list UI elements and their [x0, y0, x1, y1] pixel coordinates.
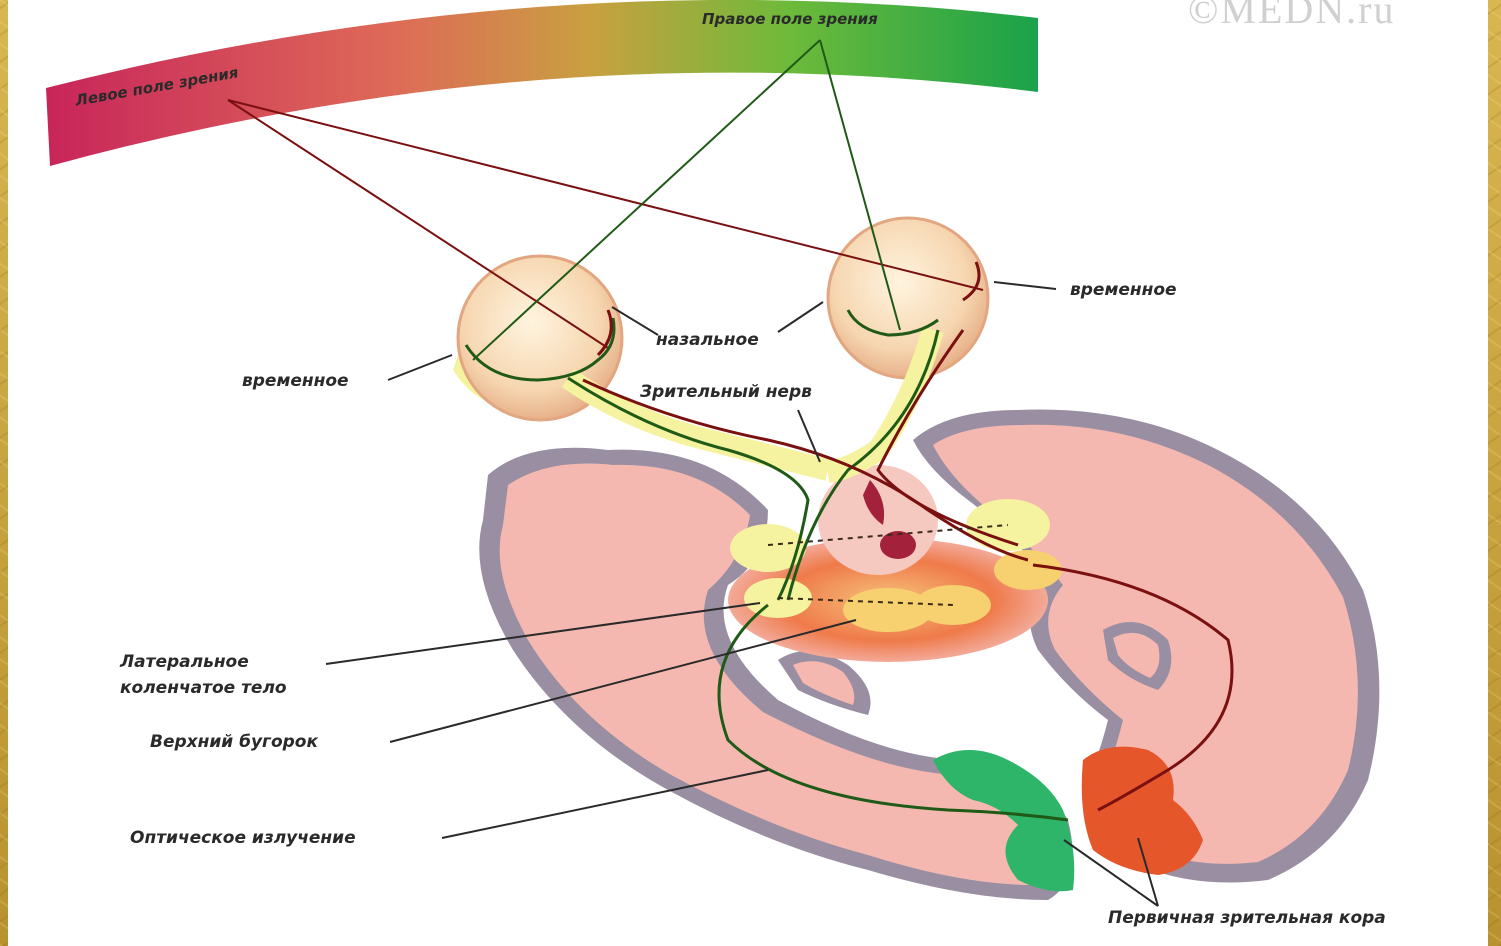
label-optic-nerve: Зрительный нерв — [640, 382, 812, 402]
label-superior-colliculus: Верхний бугорок — [150, 732, 318, 752]
label-right-visual-field: Правое поле зрения — [702, 10, 878, 28]
visual-pathway-diagram — [8, 0, 1488, 946]
label-temporal-left: временное — [242, 371, 349, 391]
ray-left-field-to-right-eye — [228, 100, 983, 290]
label-temporal-right: временное — [1070, 280, 1177, 300]
label-lgn-line2: коленчатое тело — [120, 678, 287, 698]
ray-right-field-to-left-eye — [473, 40, 820, 360]
ray-left-field-to-left-eye — [228, 100, 608, 348]
label-optic-radiation: Оптическое излучение — [130, 828, 356, 848]
diagram-panel: ©MEDN.ru — [8, 0, 1488, 946]
label-nasal: назальное — [656, 330, 759, 350]
label-lgn-line1: Латеральное — [120, 652, 249, 672]
label-primary-visual-cortex: Первичная зрительная кора — [1108, 908, 1386, 928]
